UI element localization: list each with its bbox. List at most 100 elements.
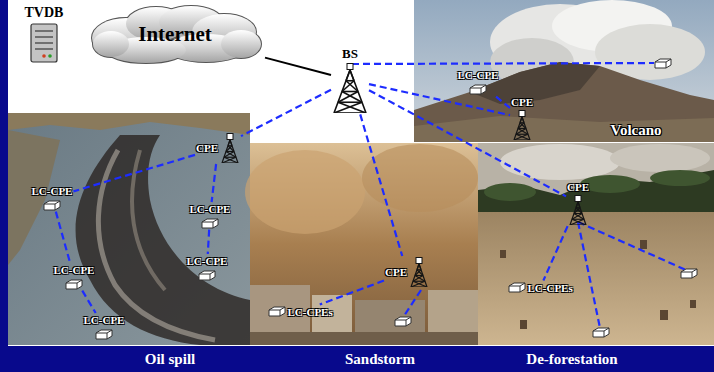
deforestation-photo — [478, 212, 714, 345]
cloud-outline — [93, 31, 129, 57]
base-station-icon — [338, 92, 358, 103]
cpe-tower-icon — [572, 214, 582, 220]
lc-cpe-device — [593, 328, 609, 337]
lc-cpe-device — [681, 269, 697, 278]
cpe-tower-icon — [411, 281, 425, 287]
lc-cpe-device-icon — [470, 85, 486, 94]
node-label: LC-CPE — [190, 203, 231, 216]
cpe-tower-icon — [574, 208, 580, 214]
cpe-tower-icon — [222, 140, 238, 163]
cloud-outline — [93, 31, 129, 57]
volcano-photo — [414, 0, 714, 142]
cpe-tower-icon — [224, 157, 238, 163]
cpe-tower-icon — [519, 111, 525, 117]
node-label: De-forestation — [526, 351, 617, 367]
cpe-tower-icon — [226, 152, 236, 158]
lc-cpe-device — [593, 328, 609, 337]
node-label: LC-CPE — [84, 314, 125, 327]
lc-cpe-device — [681, 269, 697, 278]
database-server-icon — [31, 24, 57, 62]
base-station-icon — [334, 70, 366, 113]
node-label: LC-CPE — [458, 69, 499, 82]
lc-cpe-device — [593, 328, 609, 337]
cpe-tower-icon — [416, 258, 422, 264]
lc-cpe-device — [681, 269, 697, 278]
deforestation-photo — [478, 143, 714, 345]
cpe-tower-icon — [222, 157, 236, 163]
cloud-outline — [221, 30, 261, 58]
cpe-tower-icon — [512, 110, 532, 140]
cpe-tower-icon — [574, 214, 584, 220]
link-line — [369, 90, 566, 196]
base-station-icon — [342, 92, 362, 103]
cpe-tower: CPE — [196, 133, 240, 163]
cpe-tower-icon — [514, 117, 530, 140]
cpe-tower-icon — [228, 140, 230, 146]
link-line — [495, 96, 510, 108]
base-station: BS — [332, 47, 368, 114]
deforestation-photo — [520, 320, 527, 329]
database-server-icon — [35, 48, 53, 50]
lc-cpe-device — [395, 317, 411, 326]
cpe-tower: CPE — [385, 257, 429, 287]
base-station-icon — [342, 81, 354, 92]
database-server-icon — [35, 36, 53, 38]
cpe-tower-icon — [224, 152, 234, 158]
deforestation-photo — [650, 170, 710, 186]
lc-cpe-device-icon — [65, 279, 83, 290]
node-label: CPE — [567, 181, 589, 194]
node-label: CPE — [385, 266, 407, 279]
lc-cpe-device-icon — [508, 282, 526, 293]
cloud-outline — [92, 6, 261, 63]
lc-cpe-device-icon — [199, 271, 215, 280]
database-server-icon — [35, 30, 53, 32]
cpe-tower-icon — [570, 219, 584, 225]
lc-cpe-device: LC-CPEs — [508, 282, 573, 295]
cpe-tower-icon — [220, 133, 240, 163]
lc-cpe-device-icon — [470, 85, 486, 94]
photo-panel: CPELC-CPELC-CPELC-CPELC-CPELC-CPEOil spi… — [8, 113, 250, 345]
lc-cpe-device-icon — [469, 84, 487, 95]
cpe-tower-icon — [411, 264, 427, 287]
link-line — [320, 281, 384, 305]
sandstorm-photo — [250, 332, 480, 345]
photo-panel: CPELC-CPEsDe-forestation — [478, 143, 714, 345]
deforestation-photo — [484, 183, 536, 201]
deforestation-photo — [660, 310, 668, 320]
base-station-icon — [332, 63, 368, 113]
oil-spill-photo — [8, 130, 60, 265]
cpe-tower-icon — [226, 146, 232, 152]
base-station-icon — [338, 103, 366, 114]
cpe-tower-icon — [514, 134, 528, 140]
database-server: TVDB — [25, 5, 64, 63]
cpe-tower-icon — [575, 196, 581, 202]
link-line — [265, 58, 331, 75]
lc-cpe-device-icon — [268, 306, 286, 317]
cpe-tower-icon — [409, 257, 429, 287]
dashed-link — [578, 222, 686, 270]
dashed-link — [352, 63, 654, 64]
lc-cpe-device-icon — [269, 307, 285, 316]
lc-cpe-device-icon — [199, 271, 215, 280]
figure-background — [8, 0, 714, 346]
deforestation-photo — [610, 144, 710, 172]
cpe-tower-icon — [413, 276, 423, 282]
lc-cpe-device-icon — [43, 200, 61, 211]
volcano-photo — [414, 0, 714, 142]
node-label: CPE — [511, 96, 533, 109]
lc-cpe-device-icon — [44, 201, 60, 210]
cpe-tower-icon — [568, 195, 588, 225]
oil-spill-photo — [76, 135, 250, 345]
deforestation-photo — [690, 300, 696, 308]
cpe-tower-icon — [415, 270, 421, 276]
oil-spill-photo — [8, 113, 250, 345]
cpe-tower-icon — [514, 117, 530, 140]
lc-cpe-device: LC-CPE — [84, 314, 125, 340]
deforestation-photo — [500, 144, 620, 180]
lc-cpe-device-icon — [269, 307, 285, 316]
base-station-icon — [334, 113, 366, 114]
lc-cpe-device — [655, 59, 671, 68]
photo-panel: LC-CPECPEVolcano — [414, 0, 714, 142]
lc-cpe-device-icon — [66, 280, 82, 289]
